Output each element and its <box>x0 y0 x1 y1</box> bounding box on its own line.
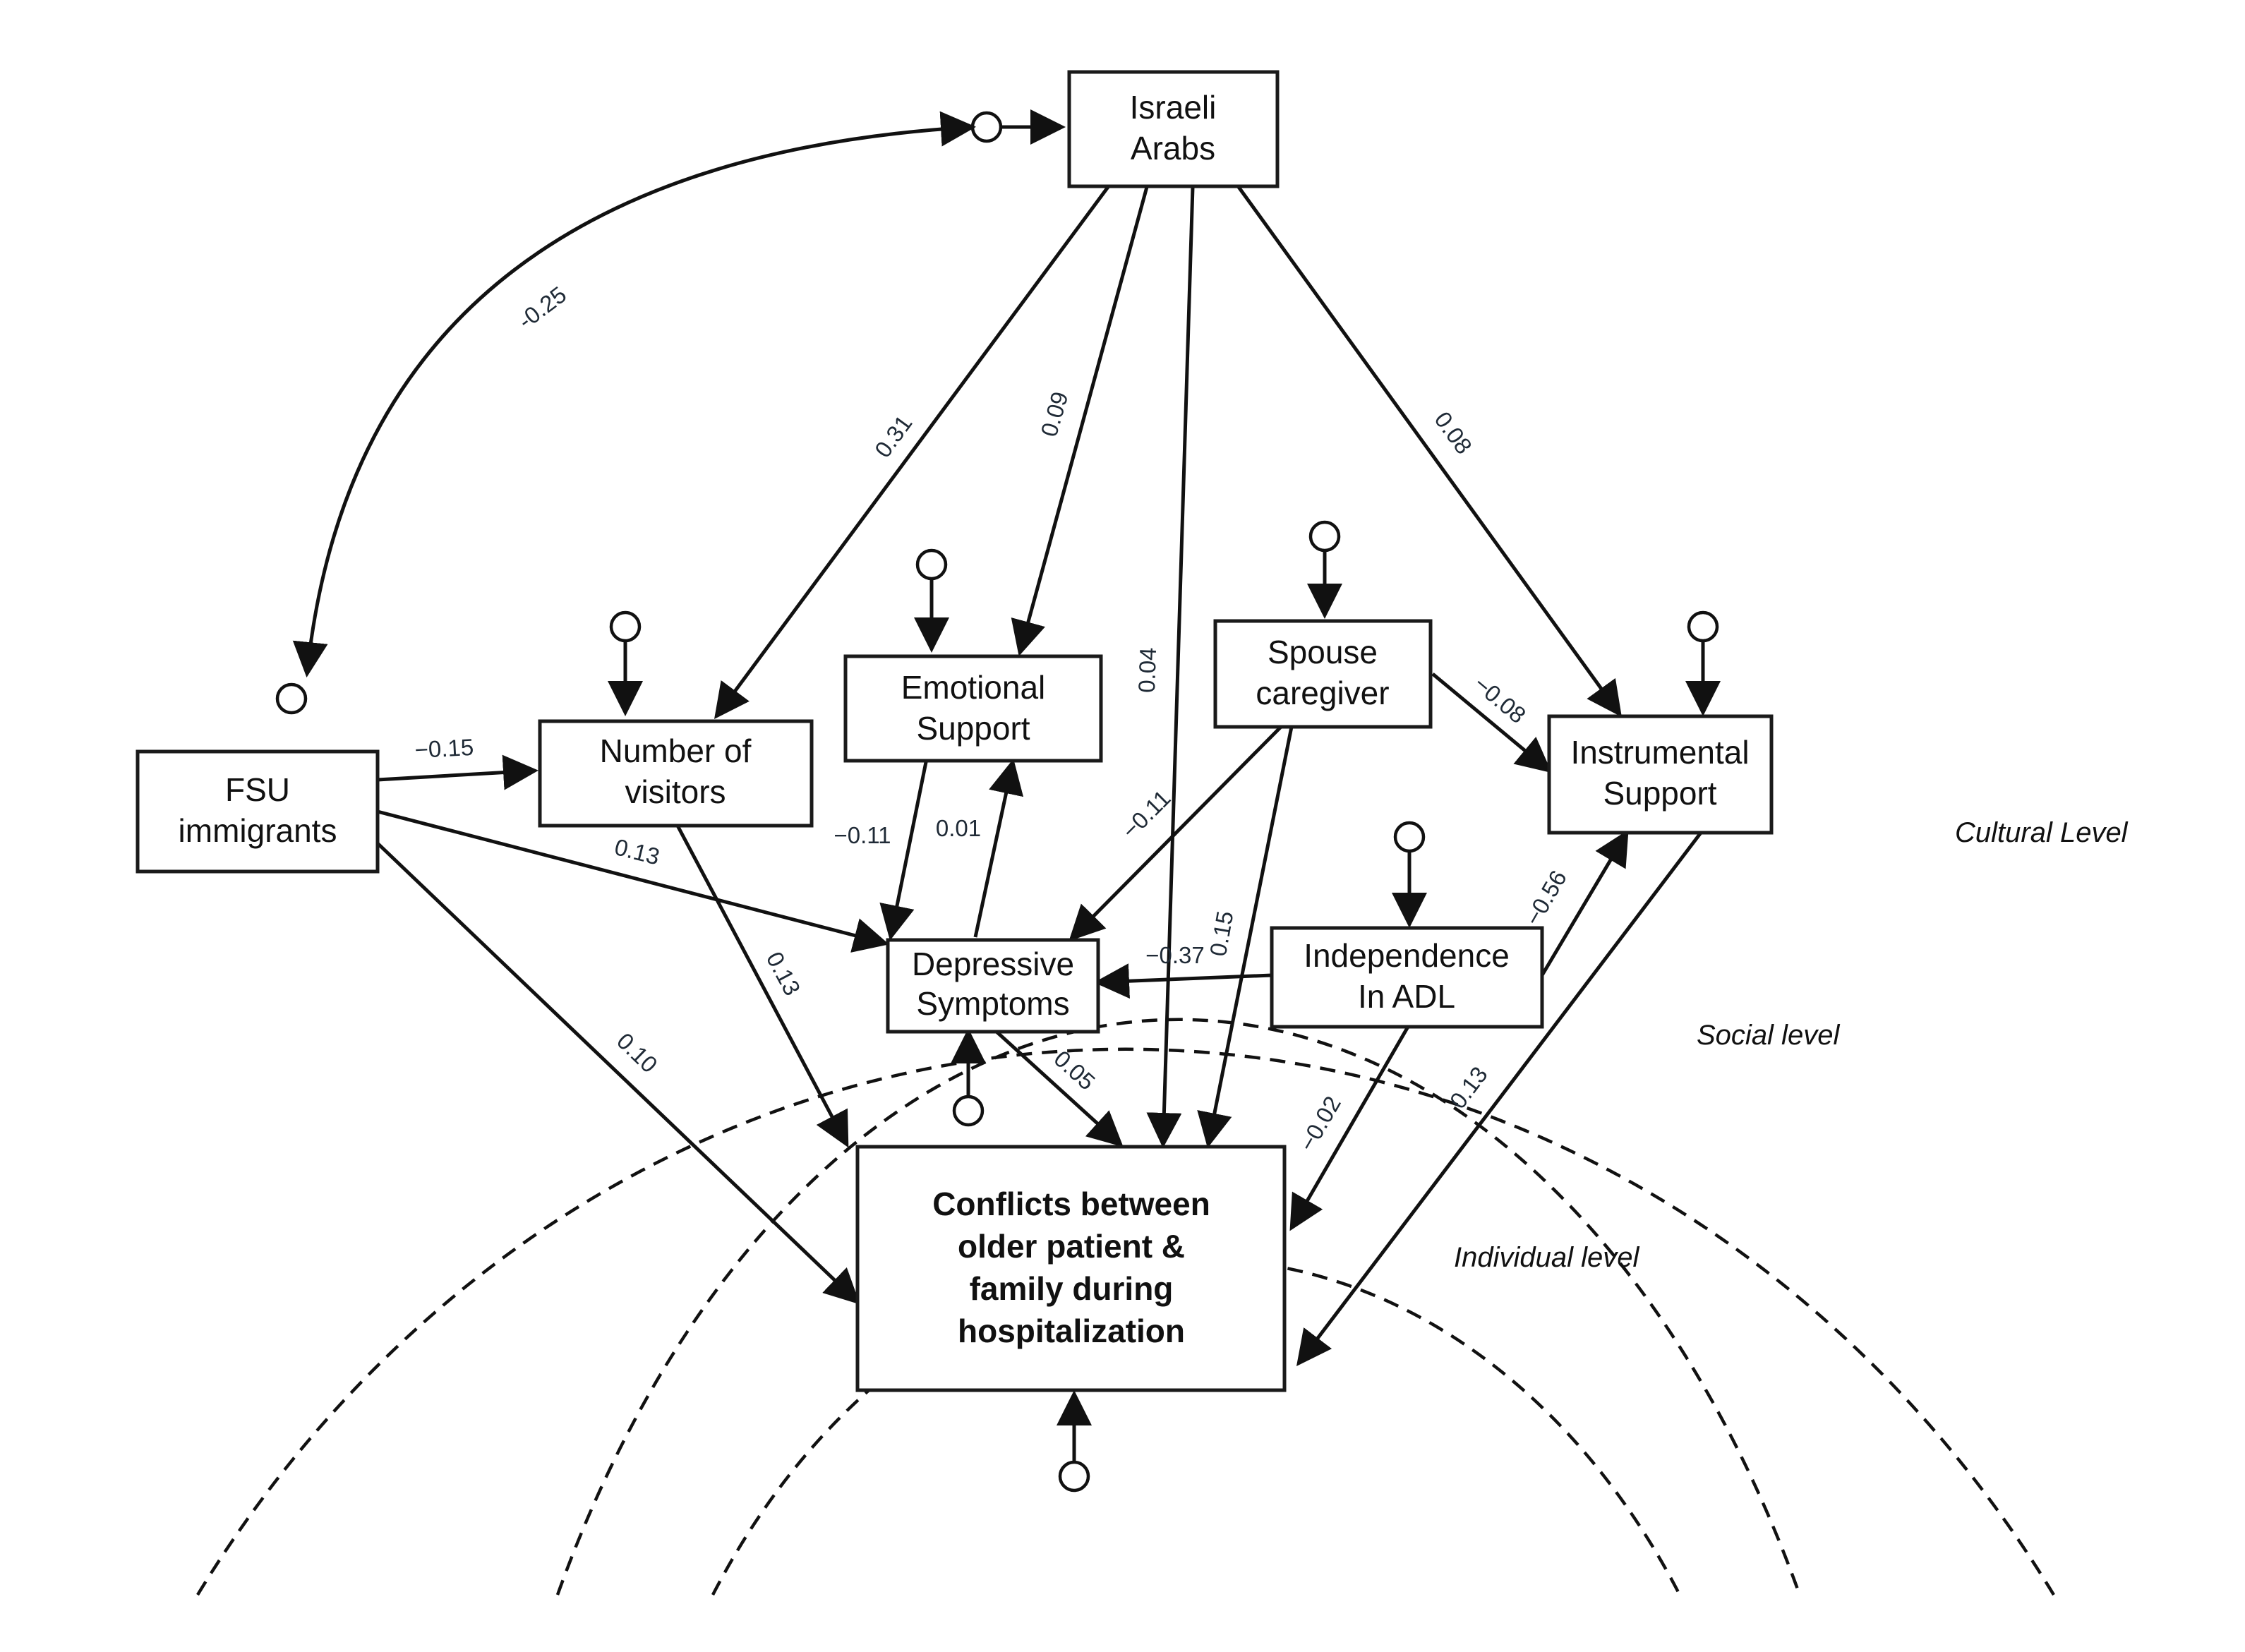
svg-text:family during: family during <box>970 1270 1174 1307</box>
node-spouse-caregiver: Spouse caregiver <box>1213 619 1433 729</box>
svg-text:hospitalization: hospitalization <box>958 1313 1185 1349</box>
svg-text:Emotional: Emotional <box>901 669 1046 706</box>
svg-text:Independence: Independence <box>1304 937 1510 974</box>
svg-text:Number of: Number of <box>600 732 752 769</box>
svg-text:Spouse: Spouse <box>1268 634 1378 670</box>
coef-spouse-depressive: −0.11 <box>1117 785 1175 843</box>
node-israeli-arabs: Israeli Arabs <box>1067 70 1280 188</box>
node-conflicts: Conflicts between older patient & family… <box>855 1145 1287 1392</box>
node-instrumental-support: Instrumental Support <box>1547 714 1774 835</box>
coef-depressive-emotional: 0.01 <box>936 815 981 841</box>
svg-text:Arabs: Arabs <box>1131 130 1215 167</box>
svg-text:immigrants: immigrants <box>179 812 337 849</box>
coef-arabs-conflicts: 0.04 <box>1133 647 1161 693</box>
svg-text:caregiver: caregiver <box>1256 675 1389 711</box>
svg-text:older patient &: older patient & <box>958 1228 1185 1265</box>
cultural-level-label: Cultural Level <box>1955 817 2129 848</box>
coef-spouse-conflicts: 0.15 <box>1205 909 1239 958</box>
coef-arabs-fsu: -0.25 <box>513 281 571 334</box>
cultural-level-ring <box>196 1047 2055 1596</box>
node-emotional-support: Emotional Support <box>843 654 1103 763</box>
node-independence-in-adl: Independence In ADL <box>1270 926 1544 1029</box>
coef-fsu-depressive: 0.13 <box>612 833 662 869</box>
coef-independence-depressive: −0.37 <box>1145 942 1205 968</box>
social-level-label: Social level <box>1697 1020 1840 1051</box>
svg-text:Instrumental: Instrumental <box>1570 734 1749 771</box>
coef-independence-instrumental: −0.56 <box>1519 866 1572 930</box>
svg-text:In ADL: In ADL <box>1358 978 1455 1015</box>
individual-level-label: Individual level <box>1454 1242 1639 1273</box>
svg-text:visitors: visitors <box>625 773 726 810</box>
social-level-ring <box>555 1018 1802 1596</box>
svg-text:Support: Support <box>916 710 1030 747</box>
node-depressive-symptoms: Depressive Symptoms <box>886 938 1100 1034</box>
coef-emotional-depressive: −0.11 <box>833 822 891 848</box>
path-edges <box>275 111 1702 1366</box>
coef-arabs-emotional: 0.09 <box>1035 389 1073 440</box>
node-number-of-visitors: Number of visitors <box>538 719 814 828</box>
svg-text:Conflicts between: Conflicts between <box>932 1186 1210 1222</box>
svg-text:Depressive: Depressive <box>912 946 1074 982</box>
coef-fsu-conflicts: 0.10 <box>612 1027 663 1078</box>
coef-arabs-instrumental: 0.08 <box>1429 406 1477 459</box>
node-fsu-immigrants: FSU immigrants <box>136 749 380 874</box>
coef-spouse-instrumental: −0.08 <box>1469 670 1531 728</box>
coef-instrumental-conflicts: 0.13 <box>1445 1061 1493 1114</box>
coef-fsu-visitors: −0.15 <box>414 734 474 763</box>
svg-text:Israeli: Israeli <box>1130 89 1217 126</box>
svg-text:Symptoms: Symptoms <box>916 985 1069 1022</box>
svg-text:FSU: FSU <box>225 771 290 808</box>
coef-visitors-conflicts: 0.13 <box>762 948 806 1000</box>
svg-text:Support: Support <box>1603 775 1716 812</box>
